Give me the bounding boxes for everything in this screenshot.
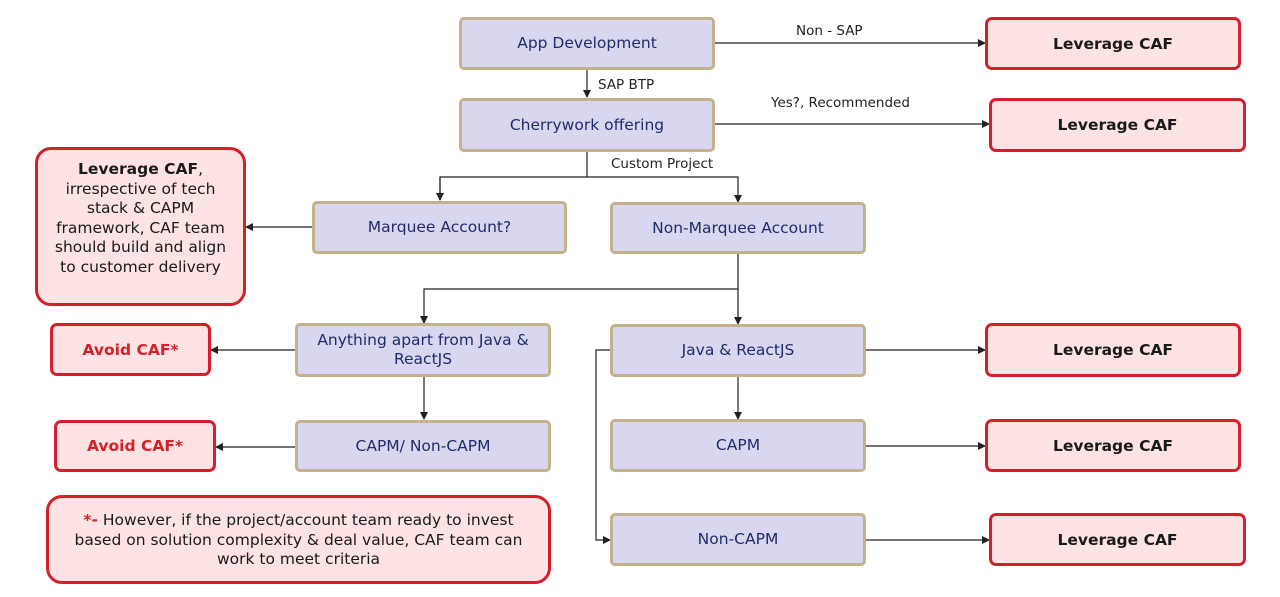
outcome-leverage-caf: Leverage CAF [985, 419, 1241, 472]
node-app-development: App Development [459, 17, 715, 70]
node-cherrywork-offering: Cherrywork offering [459, 98, 715, 152]
edge-java-to-noncapm [595, 349, 611, 544]
label-non-sap: Non - SAP [796, 23, 863, 39]
outcome-leverage-caf: Leverage CAF [985, 17, 1241, 70]
node-capm: CAPM [610, 419, 866, 472]
node-label: Non-CAPM [697, 530, 779, 548]
outcome-label: Leverage CAF [1052, 34, 1174, 53]
node-marquee-account: Marquee Account? [312, 201, 567, 254]
outcome-label: Leverage CAF [1057, 116, 1178, 134]
label-yes-recommended: Yes?, Recommended [771, 95, 910, 111]
node-java-reactjs: Java & ReactJS [610, 324, 866, 377]
node-label: Cherrywork offering [509, 115, 665, 134]
node-label: Marquee Account? [367, 218, 512, 236]
footnote-text: However, if the project/account team rea… [74, 511, 523, 568]
node-label: App Development [517, 34, 657, 52]
node-non-marquee-account: Non-Marquee Account [610, 202, 866, 254]
outcome-leverage-caf: Leverage CAF [985, 323, 1241, 377]
outcome-leverage-caf: Leverage CAF [989, 98, 1246, 152]
outcome-label: Leverage CAF [1052, 436, 1174, 455]
label-custom-project: Custom Project [611, 156, 714, 172]
outcome-avoid-caf: Avoid CAF* [50, 323, 211, 376]
edge-cherry-to-accounts [439, 152, 588, 200]
node-capm-non-capm: CAPM/ Non-CAPM [295, 420, 551, 472]
marquee-note-bold: Leverage CAF [77, 160, 199, 178]
node-label: Non-Marquee Account [652, 218, 824, 237]
node-label: CAPM [715, 436, 761, 454]
outcome-label: Leverage CAF [1052, 341, 1174, 359]
node-label: CAPM/ Non-CAPM [355, 436, 491, 455]
footnote-box: *- However, if the project/account team … [46, 495, 551, 584]
outcome-label: Leverage CAF [1057, 530, 1178, 549]
footnote-marker: *- [83, 511, 98, 529]
outcome-label: Avoid CAF* [82, 340, 179, 359]
node-label: Java & ReactJS [681, 341, 795, 359]
outcome-avoid-caf: Avoid CAF* [54, 420, 216, 472]
edge-nonmarquee-split [420, 254, 739, 324]
node-anything-apart: Anything apart from Java & ReactJS [295, 323, 551, 377]
node-label: Anything apart from Java & ReactJS [317, 331, 529, 368]
marquee-note-text: , irrespective of tech stack & CAPM fram… [54, 160, 227, 276]
outcome-label: Avoid CAF* [86, 437, 184, 455]
outcome-leverage-caf: Leverage CAF [989, 513, 1246, 566]
label-sap-btp: SAP BTP [598, 77, 655, 93]
node-non-capm: Non-CAPM [610, 513, 866, 566]
marquee-note: Leverage CAF, irrespective of tech stack… [35, 147, 246, 306]
